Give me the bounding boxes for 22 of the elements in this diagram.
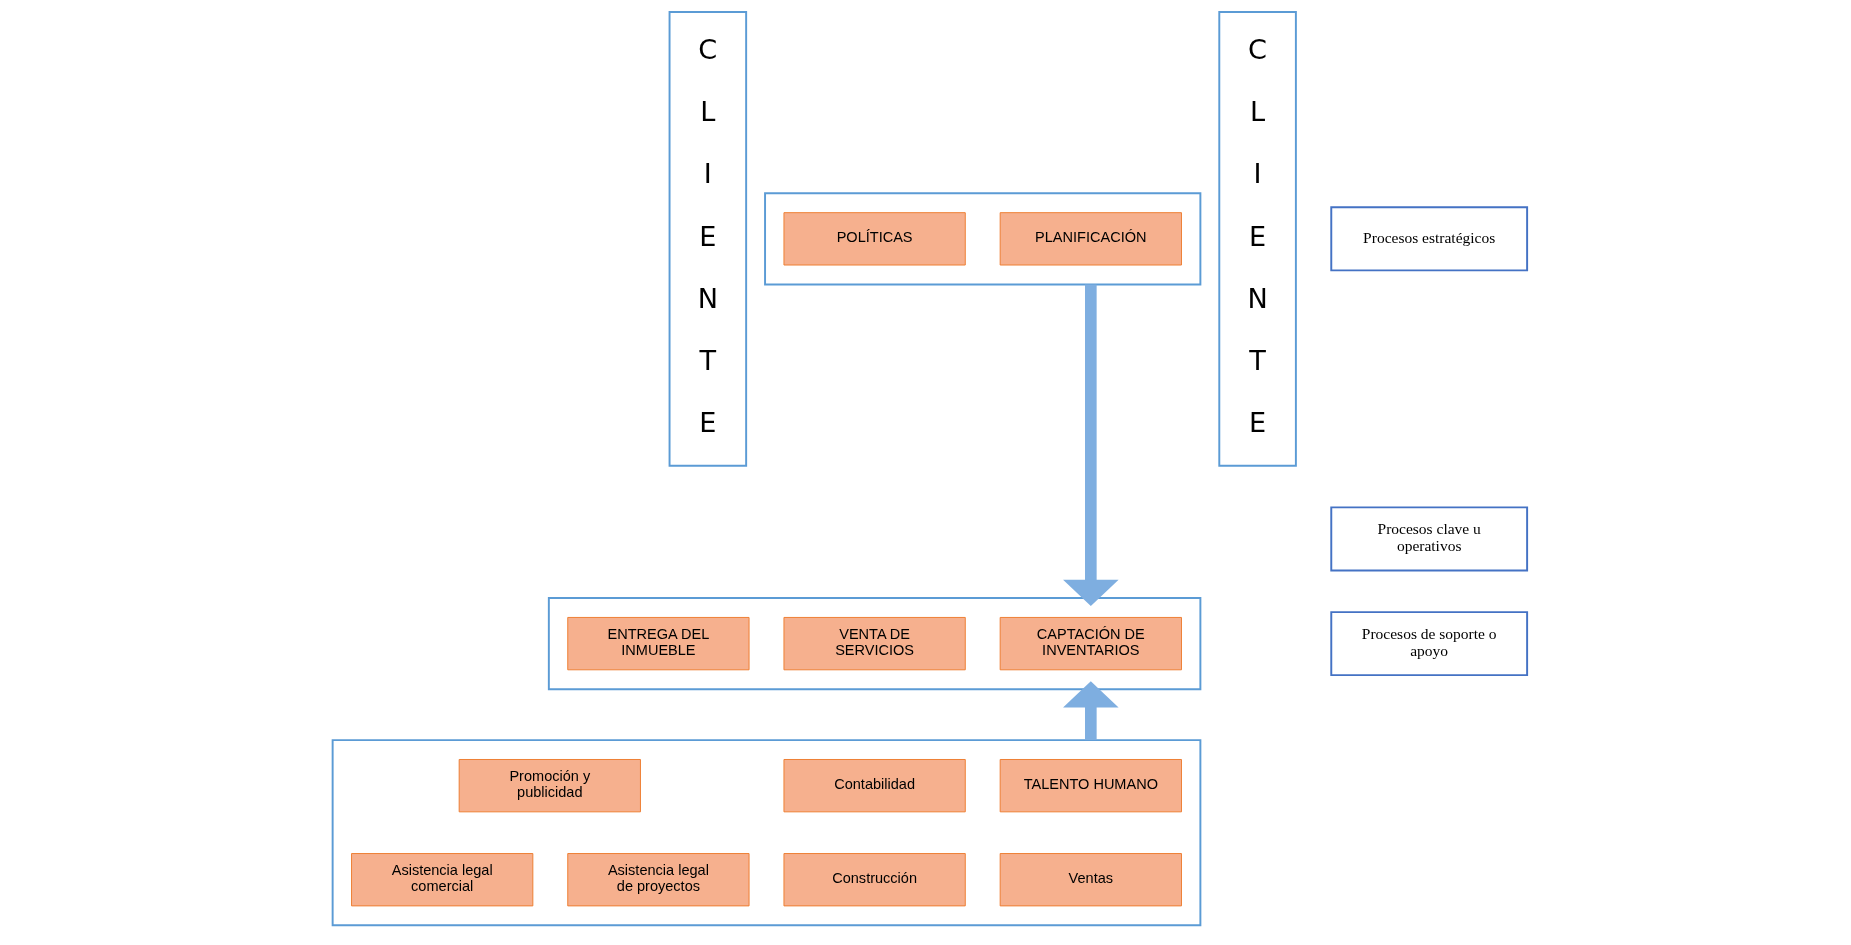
node-box: Procesos de soporte o apoyo <box>1329 611 1528 677</box>
node-box: PLANIFICACIÓN <box>999 212 1182 266</box>
node-box: VENTA DE SERVICIOS <box>782 616 966 671</box>
node-box: Ventas <box>999 853 1182 907</box>
node-box: Asistencia legal de proyectos <box>566 853 750 907</box>
node-box: Promoción y publicidad <box>458 759 641 813</box>
node-box: Contabilidad <box>782 759 966 813</box>
cluster <box>547 597 1201 691</box>
node-box: Procesos clave u operativos <box>1329 506 1528 572</box>
arrow <box>1062 681 1119 741</box>
node-box: ENTREGA DEL INMUEBLE <box>566 616 750 671</box>
node-box: TALENTO HUMANO <box>999 759 1182 813</box>
arrow <box>1062 284 1119 607</box>
cluster <box>331 739 1201 927</box>
node-box: Asistencia legal comercial <box>350 853 533 907</box>
node-box: Construcción <box>782 853 966 907</box>
node-box: POLÍTICAS <box>782 212 966 266</box>
cluster <box>763 192 1201 286</box>
node-box: C L I E N T E <box>668 11 747 467</box>
node-box: C L I E N T E <box>1217 11 1297 467</box>
node-box: Procesos estratégicos <box>1329 206 1528 272</box>
node-box: CAPTACIÓN DE INVENTARIOS <box>999 616 1182 671</box>
